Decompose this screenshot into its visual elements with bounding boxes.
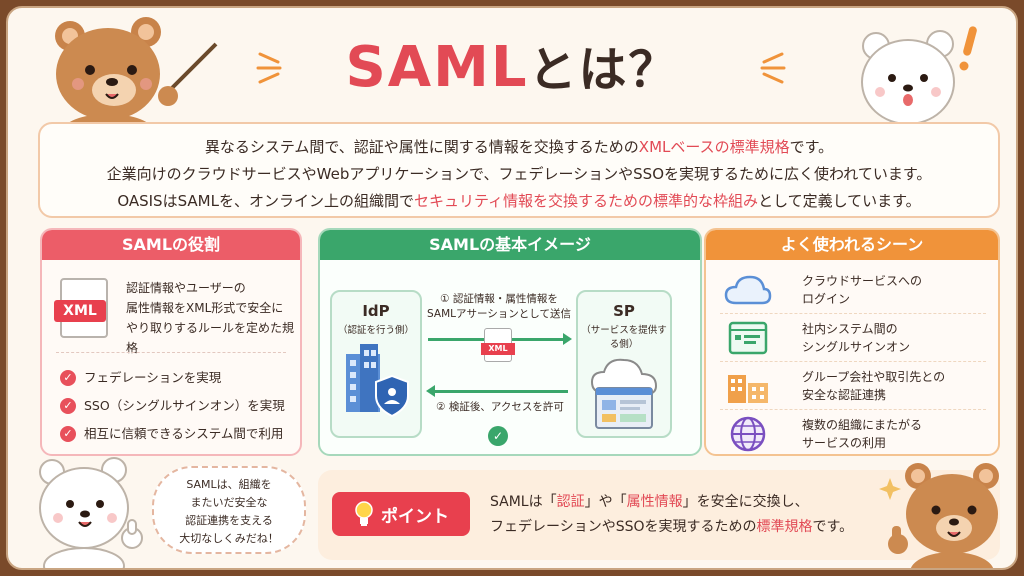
access-arrow (426, 385, 568, 397)
use-scenes-panel: よく使われるシーン クラウドサービスへのログイン 社内システム間のシングルサイン… (704, 228, 1000, 456)
lightbulb-icon (355, 501, 373, 526)
idp-title: IdP (362, 302, 390, 320)
intro-line-1: 異なるシステム間で、認証や属性に関する情報を交換するためのXMLベースの標準規格… (204, 138, 834, 156)
cloud-icon (724, 275, 772, 304)
sp-subtitle: （サービスを提供する側） (581, 325, 667, 350)
saml-role-heading: SAMLの役割 (42, 230, 300, 260)
brown-bear-pointer-illustration (55, 17, 218, 132)
check-icon: ✓ (60, 398, 76, 414)
title-main: SAML (345, 35, 529, 100)
check-circle-icon: ✓ (488, 426, 508, 446)
browser-window-icon (728, 321, 768, 354)
list-item: 複数の組織にまたがるサービスの利用 (720, 410, 986, 458)
sparkle-left-icon (256, 52, 282, 84)
list-item: ✓相互に信頼できるシステム間で利用 (60, 420, 285, 448)
intro-box: 異なるシステム間で、認証や属性に関する情報を交換するためのXMLベースの標準規格… (38, 122, 1000, 218)
globe-icon (730, 416, 766, 452)
title-suffix: とは？ (528, 42, 679, 98)
list-item: クラウドサービスへのログイン (720, 266, 986, 314)
xml-tag-label: XML (54, 300, 106, 322)
use-scenes-heading: よく使われるシーン (706, 230, 998, 260)
buildings-icon (728, 374, 768, 403)
divider (56, 352, 286, 353)
scenes-list: クラウドサービスへのログイン 社内システム間のシングルサインオン グループ会社や… (706, 266, 998, 456)
brown-bear-thumbs-up-illustration (879, 463, 999, 568)
check-icon: ✓ (60, 426, 76, 442)
infographic-frame: SAMLとは？ 異なるシステム間で、認証や属性に関する情報を交換するためのXML… (6, 6, 1018, 570)
white-bear-thumbs-up-illustration (39, 457, 143, 568)
sp-title: SP (613, 302, 635, 320)
xml-assertion-icon: XML (481, 328, 515, 362)
saml-basic-heading: SAMLの基本イメージ (320, 230, 700, 260)
check-icon: ✓ (60, 370, 76, 386)
idp-subtitle: （認証を行う側） (337, 325, 414, 336)
list-item: 社内システム間のシングルサインオン (720, 314, 986, 362)
point-label: ポイント (381, 506, 449, 527)
point-badge: ポイント (332, 492, 470, 536)
sparkle-right-icon (760, 52, 786, 84)
xml-document-icon: XML (54, 278, 108, 338)
building-shield-icon (346, 344, 409, 418)
sp-node: SP （サービスを提供する側） (576, 290, 672, 438)
intro-line-2: 企業向けのクラウドサービスやWebアプリケーションで、フェデレーションやSSOを… (106, 165, 932, 183)
cloud-app-icon (590, 358, 658, 429)
saml-role-panel: SAMLの役割 XML 認証情報やユーザーの 属性情報をXML形式で安全に やり… (40, 228, 302, 456)
speech-bubble: SAMLは、組織を またいだ安全な 認証連携を支える 大切なしくみだね！ (152, 466, 306, 554)
saml-role-description: 認証情報やユーザーの 属性情報をXML形式で安全に やり取りするルールを定めた規… (126, 281, 295, 355)
point-text: SAMLは「認証」や「属性情報」を安全に交換し、 フェデレーションやSSOを実現… (490, 494, 854, 535)
step2-label: ② 検証後、アクセスを許可 (436, 401, 564, 413)
list-item: ✓SSO（シングルサインオン）を実現 (60, 392, 285, 420)
list-item: グループ会社や取引先との安全な認証連携 (720, 362, 986, 410)
intro-line-3: OASISはSAMLを、オンライン上の組織間でセキュリティ情報を交換するための標… (117, 192, 921, 210)
list-item: ✓フェデレーションを実現 (60, 364, 285, 392)
point-box: ポイント SAMLは「認証」や「属性情報」を安全に交換し、 フェデレーションやS… (318, 470, 1000, 560)
idp-node: IdP （認証を行う側） (330, 290, 422, 438)
saml-role-list: ✓フェデレーションを実現 ✓SSO（シングルサインオン）を実現 ✓相互に信頼でき… (60, 364, 285, 448)
step1-label: ① 認証情報・属性情報を SAMLアサーションとして送信 (427, 293, 571, 320)
page-title: SAMLとは？ (8, 30, 1016, 100)
white-bear-surprised-illustration (861, 26, 977, 125)
saml-basic-image-panel: SAMLの基本イメージ IdP （認証を行う側） ① 認証情報・属性情報を SA… (318, 228, 702, 456)
